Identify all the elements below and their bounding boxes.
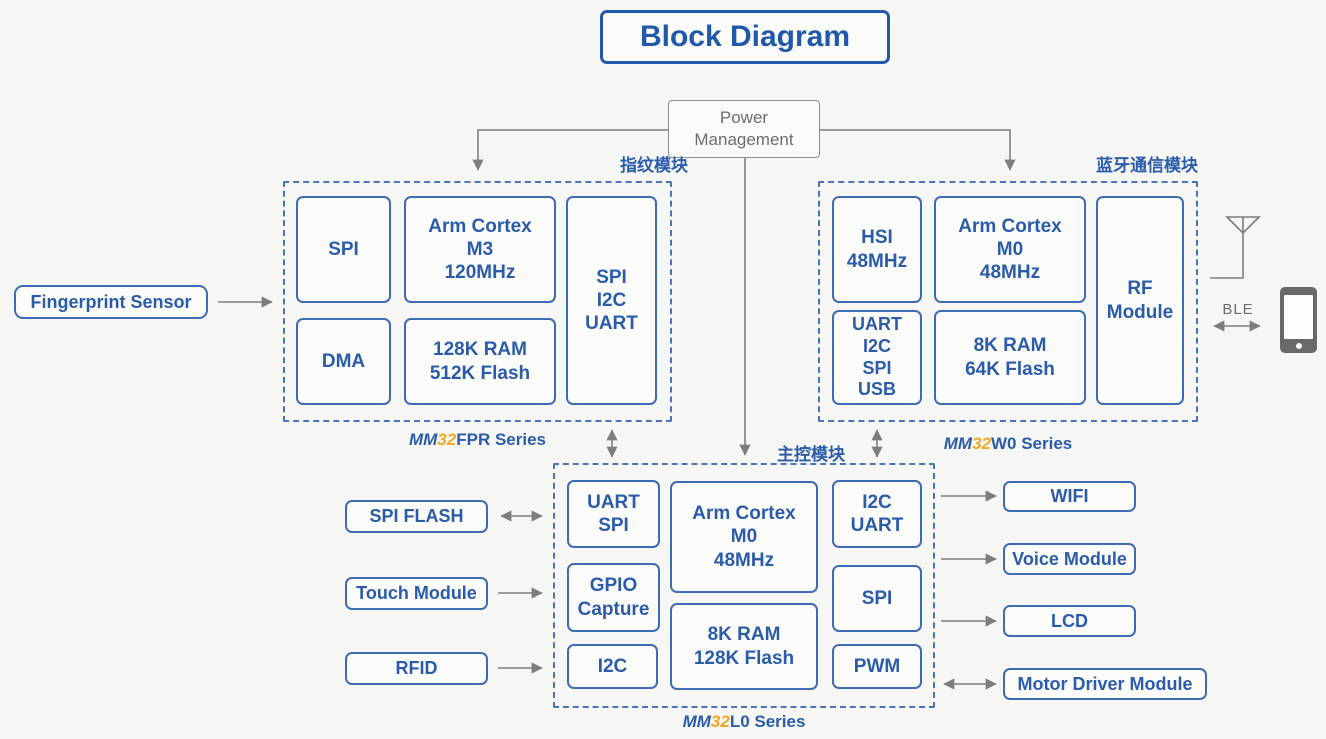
l0-cortex-block: Arm Cortex M0 48MHz — [670, 481, 818, 593]
fpr-module-label: 指纹模块 — [620, 156, 688, 175]
w0-series-label: MM32W0 Series — [818, 434, 1198, 454]
series-num: 32 — [710, 712, 730, 731]
power-to-w0-arrow — [820, 129, 1016, 171]
series-mm: MM — [943, 434, 973, 453]
l0-pwm-block: PWM — [832, 644, 922, 689]
l0-i2c-uart-block: I2C UART — [832, 480, 922, 548]
fpr-periph-block: SPI I2C UART — [566, 196, 657, 405]
motor-driver-box: Motor Driver Module — [1003, 668, 1207, 700]
antenna-icon — [1210, 216, 1261, 279]
l0-i2c-block: I2C — [567, 644, 658, 689]
w0-module-label: 蓝牙通信模块 — [1096, 156, 1198, 175]
series-rest: W0 Series — [990, 434, 1073, 453]
fpr-memory-block: 128K RAM 512K Flash — [404, 318, 556, 405]
power-management-box: Power Management — [668, 100, 820, 158]
l0-series-label: MM32L0 Series — [553, 712, 935, 732]
series-rest: L0 Series — [729, 712, 806, 731]
series-rest: FPR Series — [456, 430, 546, 449]
l0-module-label: 主控模块 — [777, 445, 845, 464]
series-num: 32 — [437, 430, 457, 449]
l0-module-box — [553, 463, 935, 708]
smartphone-home-button — [1295, 343, 1302, 349]
fpr-cortex-block: Arm Cortex M3 120MHz — [404, 196, 556, 303]
w0-rf-block: RF Module — [1096, 196, 1184, 405]
spi-flash-box: SPI FLASH — [345, 500, 488, 533]
w0-uart-block: UART I2C SPI USB — [832, 310, 922, 405]
smartphone-icon — [1280, 287, 1317, 353]
l0-gpio-block: GPIO Capture — [567, 563, 660, 632]
fpr-spi-block: SPI — [296, 196, 391, 303]
w0-module-box — [818, 181, 1198, 422]
series-num: 32 — [972, 434, 991, 453]
wifi-box: WIFI — [1003, 481, 1136, 512]
series-mm: MM — [408, 430, 438, 449]
diagram-title: Block Diagram — [600, 10, 890, 64]
fingerprint-sensor-box: Fingerprint Sensor — [14, 285, 208, 319]
touch-module-box: Touch Module — [345, 577, 488, 610]
w0-memory-block: 8K RAM 64K Flash — [934, 310, 1086, 405]
l0-memory-block: 8K RAM 128K Flash — [670, 603, 818, 690]
w0-hsi-block: HSI 48MHz — [832, 196, 922, 303]
l0-spi-block: SPI — [832, 565, 922, 632]
series-mm: MM — [682, 712, 711, 731]
fpr-dma-block: DMA — [296, 318, 391, 405]
smartphone-screen — [1284, 295, 1313, 339]
voice-module-box: Voice Module — [1003, 543, 1136, 575]
fpr-series-label: MM32FPR Series — [283, 430, 672, 450]
rfid-box: RFID — [345, 652, 488, 685]
l0-uart-spi-block: UART SPI — [567, 480, 660, 548]
fpr-module-box — [283, 181, 672, 422]
w0-cortex-block: Arm Cortex M0 48MHz — [934, 196, 1086, 303]
lcd-box: LCD — [1003, 605, 1136, 637]
ble-label: BLE — [1222, 301, 1254, 318]
